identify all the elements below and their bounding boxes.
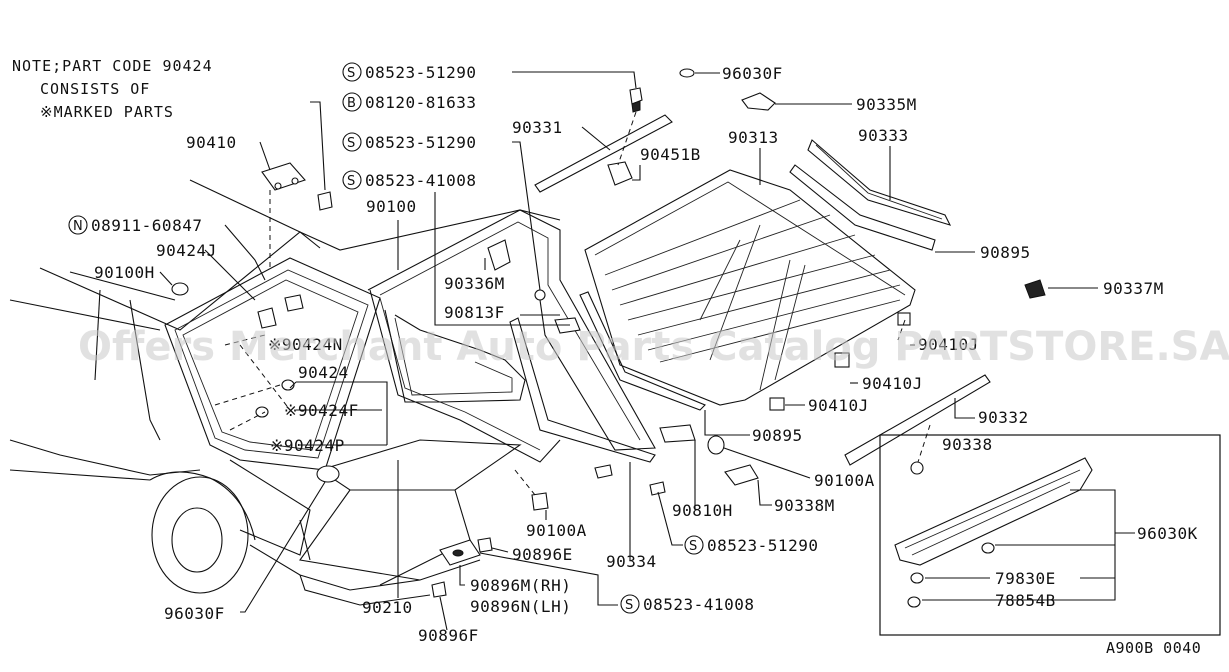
rear-glass bbox=[584, 169, 916, 406]
symbol-s: S bbox=[347, 136, 355, 151]
part-label-90335M[interactable]: 90335M bbox=[856, 95, 917, 114]
label-group-08523-51290-c: S 08523-51290 bbox=[684, 535, 818, 555]
diagram-code: A900B 0040 bbox=[1106, 639, 1201, 657]
part-label-90896M[interactable]: 90896M(RH) bbox=[470, 576, 571, 595]
part-label-90451B[interactable]: 90451B bbox=[640, 145, 701, 164]
symbol-s: S bbox=[347, 174, 355, 189]
part-label-90896E[interactable]: 90896E bbox=[512, 545, 573, 564]
part-label-96030K[interactable]: 96030K bbox=[1137, 524, 1198, 543]
part-label-90331[interactable]: 90331 bbox=[512, 118, 563, 137]
note-block: NOTE;PART CODE 90424 CONSISTS OF ※MARKED… bbox=[12, 57, 213, 121]
part-label-90100A[interactable]: 90100A bbox=[526, 521, 587, 540]
part-label-78854B[interactable]: 78854B bbox=[995, 591, 1056, 610]
part-label-96030F[interactable]: 96030F bbox=[722, 64, 783, 83]
rear-window-molding bbox=[367, 209, 706, 463]
part-label-90410J[interactable]: 90410J bbox=[862, 374, 923, 393]
part-label-90896N[interactable]: 90896N(LH) bbox=[470, 597, 571, 616]
part-label-90338[interactable]: 90338 bbox=[942, 435, 993, 454]
part-label-08523-51290[interactable]: 08523-51290 bbox=[365, 63, 476, 82]
note-line-1: NOTE;PART CODE 90424 bbox=[12, 57, 213, 75]
part-label-90337M[interactable]: 90337M bbox=[1103, 279, 1164, 298]
part-label-90333[interactable]: 90333 bbox=[858, 126, 909, 145]
roof-molding-parts bbox=[534, 114, 991, 466]
part-label-96030F[interactable]: 96030F bbox=[164, 604, 225, 623]
part-label-90336M[interactable]: 90336M bbox=[444, 274, 505, 293]
symbol-s: S bbox=[689, 539, 697, 554]
part-label-08120-81633[interactable]: 08120-81633 bbox=[365, 93, 476, 112]
part-label-90424F[interactable]: ※90424F bbox=[284, 401, 359, 420]
note-line-2: CONSISTS OF bbox=[40, 80, 150, 98]
part-label-08523-51290[interactable]: 08523-51290 bbox=[365, 133, 476, 152]
part-label-90210[interactable]: 90210 bbox=[362, 598, 413, 617]
note-line-3: ※MARKED PARTS bbox=[40, 103, 174, 121]
watermark: Offers Merchant Auto Parts Catalog PARTS… bbox=[78, 324, 1229, 370]
label-group-08523-51290-a: S 08523-51290 bbox=[342, 62, 476, 82]
part-label-08523-41008[interactable]: 08523-41008 bbox=[365, 171, 476, 190]
part-label-90338M[interactable]: 90338M bbox=[774, 496, 835, 515]
label-group-08911-60847: N 08911-60847 bbox=[68, 215, 202, 235]
part-label-08911-60847[interactable]: 08911-60847 bbox=[91, 216, 202, 235]
label-group-08523-41008-a: S 08523-41008 bbox=[342, 170, 476, 190]
part-label-90810H[interactable]: 90810H bbox=[672, 501, 733, 520]
symbol-s: S bbox=[347, 66, 355, 81]
leader-lines bbox=[159, 71, 1135, 631]
part-label-08523-41008[interactable]: 08523-41008 bbox=[643, 595, 754, 614]
label-group-08523-51290-b: S 08523-51290 bbox=[342, 132, 476, 152]
spoiler-inset bbox=[879, 434, 1221, 636]
part-label-90100A[interactable]: 90100A bbox=[814, 471, 875, 490]
part-label-90100[interactable]: 90100 bbox=[366, 197, 417, 216]
part-label-90424N[interactable]: ※90424N bbox=[268, 335, 343, 354]
part-label-90334[interactable]: 90334 bbox=[606, 552, 657, 571]
part-label-90424J[interactable]: 90424J bbox=[156, 241, 217, 260]
label-group-08523-41008-b: S 08523-41008 bbox=[620, 594, 754, 614]
part-label-90813F[interactable]: 90813F bbox=[444, 303, 505, 322]
part-labels: S 08523-51290 B 08120-81633 S 08523-5129… bbox=[68, 62, 1201, 657]
part-label-90895[interactable]: 90895 bbox=[752, 426, 803, 445]
part-label-90896F[interactable]: 90896F bbox=[418, 626, 479, 645]
part-label-90424P[interactable]: ※90424P bbox=[270, 436, 345, 455]
part-label-90313[interactable]: 90313 bbox=[728, 128, 779, 147]
part-label-90100H[interactable]: 90100H bbox=[94, 263, 155, 282]
part-label-79830E[interactable]: 79830E bbox=[995, 569, 1056, 588]
symbol-n: N bbox=[73, 219, 83, 234]
symbol-s: S bbox=[625, 598, 633, 613]
part-label-90424[interactable]: 90424 bbox=[298, 363, 349, 382]
defogger-lines bbox=[604, 199, 901, 391]
label-group-08120-81633: B 08120-81633 bbox=[342, 92, 476, 112]
symbol-b: B bbox=[347, 96, 356, 111]
part-label-90410J[interactable]: 90410J bbox=[808, 396, 869, 415]
part-label-90332[interactable]: 90332 bbox=[978, 408, 1029, 427]
part-label-90410J[interactable]: 90410J bbox=[918, 335, 979, 354]
part-label-08523-51290[interactable]: 08523-51290 bbox=[707, 536, 818, 555]
part-label-90410[interactable]: 90410 bbox=[186, 133, 237, 152]
part-label-90895[interactable]: 90895 bbox=[980, 243, 1031, 262]
small-parts bbox=[171, 68, 1046, 598]
